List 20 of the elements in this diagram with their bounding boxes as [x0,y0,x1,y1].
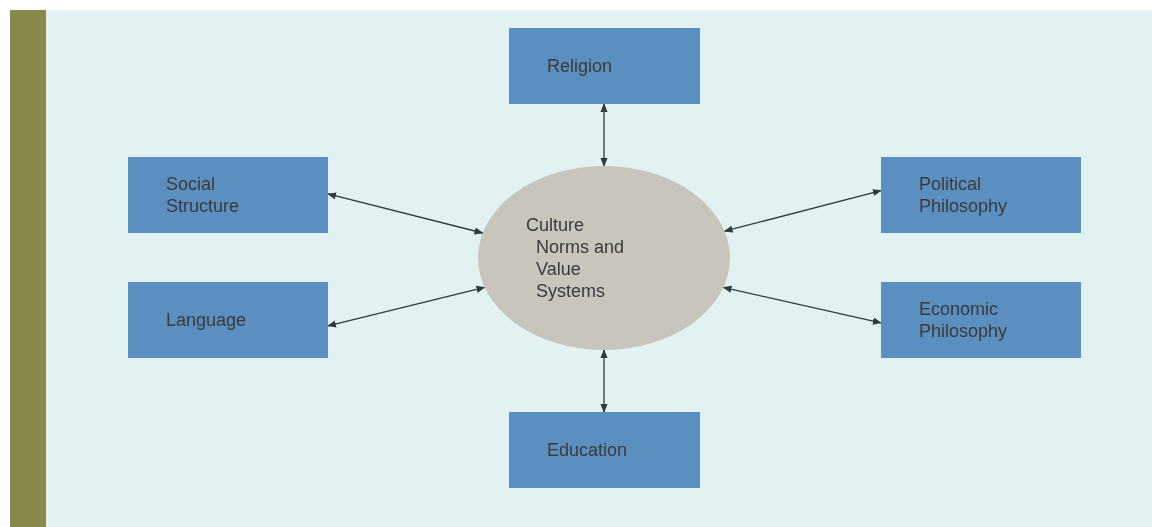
double-arrow [600,349,608,413]
node-title: Social Structure [166,173,241,217]
double-arrow [327,192,484,235]
topic-box [509,28,700,104]
double-arrow [600,103,608,167]
double-arrow [722,285,882,325]
node-title: Language [166,309,248,331]
node-title: Political Philosophy [919,173,1009,217]
node-title: Culture [526,214,586,236]
topic-box [509,412,700,488]
node-title: Religion [547,55,614,77]
double-arrow [327,285,486,328]
topic-box [881,157,1081,233]
topic-box [881,282,1081,358]
topic-box [128,282,328,358]
node-title: Economic Philosophy [919,298,1009,342]
double-arrow [723,189,882,233]
node-title: Education [547,439,629,461]
topic-box [128,157,328,233]
node-subtitle: Norms and Value Systems [535,236,626,302]
